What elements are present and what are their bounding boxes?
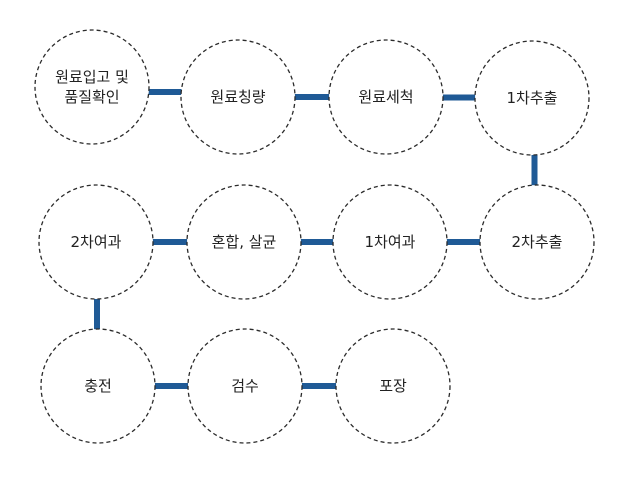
connector-s10-s11: [298, 383, 340, 389]
connectors: [94, 89, 538, 389]
process-step-7: 혼합, 살균: [186, 184, 302, 300]
process-step-11: 포장: [335, 328, 451, 444]
connector-s4-s5: [531, 151, 538, 189]
step-label: 혼합, 살균: [212, 233, 277, 251]
process-step-8: 2차여과: [38, 184, 154, 300]
step-circle: [186, 184, 302, 300]
step-label: 원료입고 및: [55, 68, 129, 86]
step-circle: [187, 328, 303, 444]
connector-s5-s6: [443, 239, 484, 245]
step-circle: [180, 39, 296, 155]
step-circle: [335, 328, 451, 444]
process-step-4: 1차추출: [474, 40, 590, 156]
step-label: 1차여과: [365, 233, 416, 251]
process-step-9: 충전: [40, 328, 156, 444]
process-step-3: 원료세척: [328, 39, 444, 155]
connector-s7-s8: [149, 239, 191, 245]
step-circle: [479, 184, 595, 300]
process-step-10: 검수: [187, 328, 303, 444]
step-label: 원료세척: [358, 88, 413, 106]
step-label: 원료칭량: [210, 88, 265, 106]
connector-s9-s10: [151, 383, 192, 389]
connector-s3-s4: [439, 94, 479, 101]
connector-s1-s2: [145, 89, 185, 95]
step-circle: [38, 184, 154, 300]
process-step-6: 1차여과: [332, 184, 448, 300]
connector-s8-s9: [94, 295, 100, 333]
step-label: 검수: [231, 377, 259, 395]
step-label: 충전: [84, 377, 112, 395]
step-circle: [40, 328, 156, 444]
step-label: 1차추출: [507, 89, 558, 107]
process-step-5: 2차추출: [479, 184, 595, 300]
step-label: 품질확인: [64, 88, 119, 106]
step-label: 2차추출: [512, 233, 563, 251]
connector-s2-s3: [291, 94, 333, 100]
step-label: 포장: [379, 377, 407, 395]
step-circle: [34, 29, 150, 145]
step-label: 2차여과: [71, 233, 122, 251]
step-circle: [332, 184, 448, 300]
process-step-2: 원료칭량: [180, 39, 296, 155]
step-circle: [474, 40, 590, 156]
step-circle: [328, 39, 444, 155]
connector-s6-s7: [297, 239, 337, 245]
